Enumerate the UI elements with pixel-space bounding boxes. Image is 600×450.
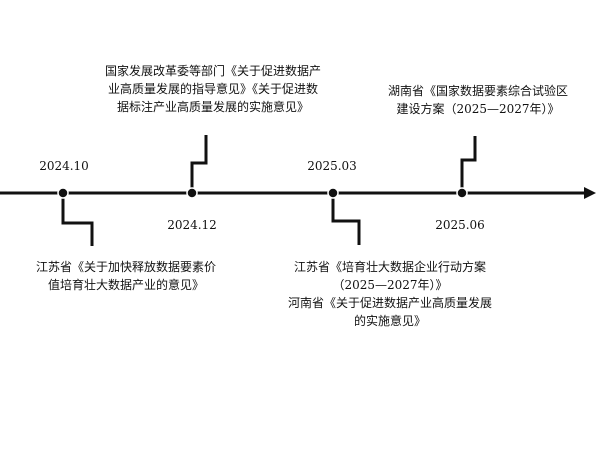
event-text-line: 湖南省《国家数据要素综合试验区	[387, 84, 568, 98]
event-text-line: 据标注产业高质量发展的实施意见》	[116, 100, 309, 114]
event-text-line: （2025—2027年）》	[332, 278, 448, 292]
event-dot-2025-03	[327, 187, 339, 199]
event-text-line: 值培育壮大数据产业的意见》	[47, 278, 204, 292]
event-text-line: 江苏省《培育壮大数据企业行动方案	[293, 260, 486, 274]
event-text-2024-10: 江苏省《关于加快释放数据要素价 值培育壮大数据产业的意见》	[8, 258, 244, 294]
date-label-2024-10: 2024.10	[39, 159, 89, 173]
timeline-arrowhead	[584, 187, 596, 199]
event-dot-2024-10	[57, 187, 69, 199]
event-text-2024-12: 国家发展改革委等部门《关于促进数据产 业高质量发展的指导意见》《关于促进数 据标…	[66, 62, 360, 116]
event-dot-2025-06	[456, 187, 468, 199]
event-text-2025-06: 湖南省《国家数据要素综合试验区 建设方案（2025—2027年）》	[366, 82, 590, 118]
event-text-line: 的实施意见》	[353, 314, 426, 328]
date-label-2025-03: 2025.03	[307, 159, 357, 173]
date-label-2024-12: 2024.12	[167, 218, 217, 232]
connector-2025-06	[460, 136, 477, 193]
event-text-2025-03: 江苏省《培育壮大数据企业行动方案 （2025—2027年）》 河南省《关于促进数…	[252, 258, 528, 330]
event-text-line: 国家发展改革委等部门《关于促进数据产	[104, 64, 321, 78]
event-text-line: 江苏省《关于加快释放数据要素价	[35, 260, 216, 274]
event-dot-2024-12	[186, 187, 198, 199]
date-label-2025-06: 2025.06	[435, 218, 485, 232]
connector-2024-10	[61, 193, 94, 246]
event-text-line: 河南省《关于促进数据产业高质量发展	[287, 296, 492, 310]
event-text-line: 业高质量发展的指导意见》《关于促进数	[107, 82, 318, 96]
connector-2025-03	[331, 193, 361, 245]
event-text-line: 建设方案（2025—2027年）》	[396, 102, 560, 116]
connector-2024-12	[190, 135, 208, 193]
